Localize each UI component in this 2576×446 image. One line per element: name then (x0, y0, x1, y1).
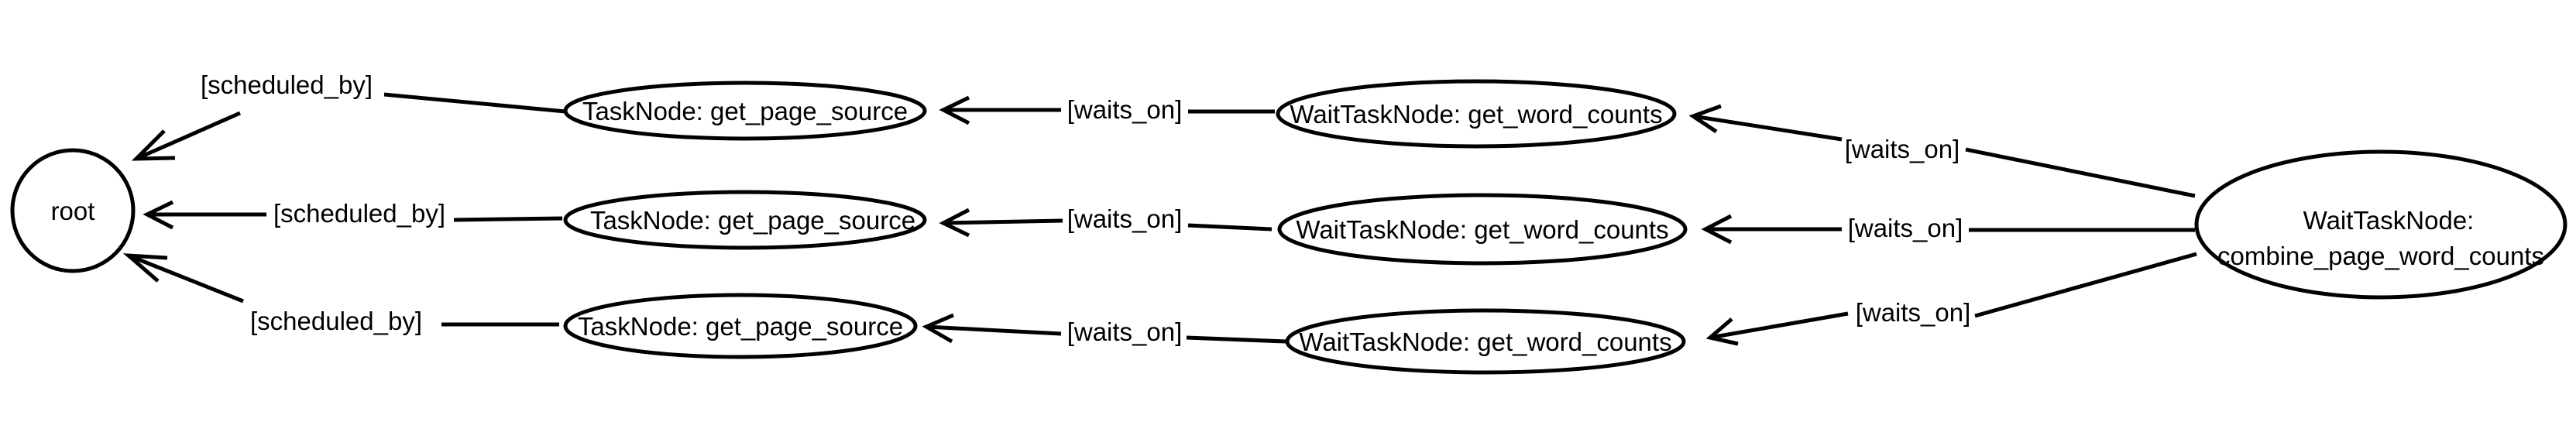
edge-line (1974, 252, 2197, 318)
edge-label: [waits_on] (1856, 298, 1971, 327)
edge-label: [scheduled_by] (250, 307, 422, 335)
edge-line (1709, 311, 1849, 340)
edge-task-3-to-root: [scheduled_by] (122, 253, 559, 335)
edge-label: [scheduled_by] (273, 199, 445, 228)
edge-line (1186, 335, 1286, 344)
node-wait-get-word-counts-1[interactable]: WaitTaskNode: get_word_counts (1276, 79, 1677, 149)
edge-label: [waits_on] (1067, 95, 1183, 124)
edge-line (943, 218, 1063, 225)
edge-line (926, 324, 1062, 336)
arrow-head (922, 313, 954, 344)
node-shape (1277, 193, 1688, 266)
arrow-head (122, 253, 168, 283)
edge-combine-to-wait-1: [waits_on] (1688, 104, 2196, 198)
arrow-head (939, 208, 970, 238)
arrow-head (1701, 214, 1733, 245)
arrow-head (1705, 317, 1739, 346)
node-shape (1276, 79, 1677, 149)
edge-wait-1-to-task-1: [waits_on] (939, 95, 1275, 125)
edge-line (1187, 223, 1273, 232)
node-wait-get-word-counts-2[interactable]: WaitTaskNode: get_word_counts (1277, 193, 1688, 266)
node-root[interactable]: root (10, 148, 136, 273)
node-shape (563, 81, 927, 141)
node-wait-get-word-counts-3[interactable]: WaitTaskNode: get_word_counts (1285, 308, 1686, 375)
node-shape (2194, 149, 2567, 300)
node-label-line-1: WaitTaskNode: (2303, 206, 2475, 235)
edge-wait-2-to-task-2: [waits_on] (939, 204, 1273, 238)
edge-line (1692, 114, 1843, 142)
node-label: root (51, 197, 95, 225)
arrow-head (1688, 104, 1722, 134)
arrow-head (131, 129, 176, 161)
node-label-line-2: combine_page_word_counts (2217, 242, 2544, 270)
node-shape (10, 148, 136, 273)
node-task-get-page-source-2[interactable]: TaskNode: get_page_source (563, 190, 927, 250)
edge-task-2-to-root: [scheduled_by] (143, 199, 563, 230)
edge-label: [waits_on] (1845, 135, 1960, 163)
node-task-get-page-source-1[interactable]: TaskNode: get_page_source (563, 81, 927, 141)
edge-line (1965, 147, 2196, 198)
edge-line (383, 92, 566, 114)
node-label: TaskNode: get_page_source (590, 206, 915, 235)
edge-line (453, 216, 563, 222)
node-label: TaskNode: get_page_source (578, 312, 903, 341)
edge-label: [scheduled_by] (201, 70, 373, 99)
node-label: WaitTaskNode: get_word_counts (1296, 215, 1668, 244)
node-label: WaitTaskNode: get_word_counts (1299, 328, 1671, 356)
node-wait-combine-page-word-counts[interactable]: WaitTaskNode: combine_page_word_counts (2194, 149, 2567, 300)
arrow-head (939, 95, 970, 125)
arrow-head (143, 200, 174, 230)
edge-combine-to-wait-3: [waits_on] (1705, 252, 2197, 346)
node-task-get-page-source-3[interactable]: TaskNode: get_page_source (563, 293, 918, 359)
edge-line (135, 111, 242, 161)
node-label: TaskNode: get_page_source (582, 97, 908, 125)
edge-task-1-to-root: [scheduled_by] (131, 70, 566, 161)
edge-label: [waits_on] (1067, 204, 1183, 233)
node-label: WaitTaskNode: get_word_counts (1290, 100, 1662, 129)
edge-label: [waits_on] (1067, 317, 1183, 346)
node-shape (1285, 308, 1686, 375)
edge-line (128, 253, 244, 304)
edge-label: [waits_on] (1848, 214, 1963, 242)
edge-wait-3-to-task-3: [waits_on] (922, 313, 1286, 346)
node-shape (563, 293, 918, 359)
edge-combine-to-wait-2: [waits_on] (1701, 214, 2195, 245)
node-shape (563, 190, 927, 250)
